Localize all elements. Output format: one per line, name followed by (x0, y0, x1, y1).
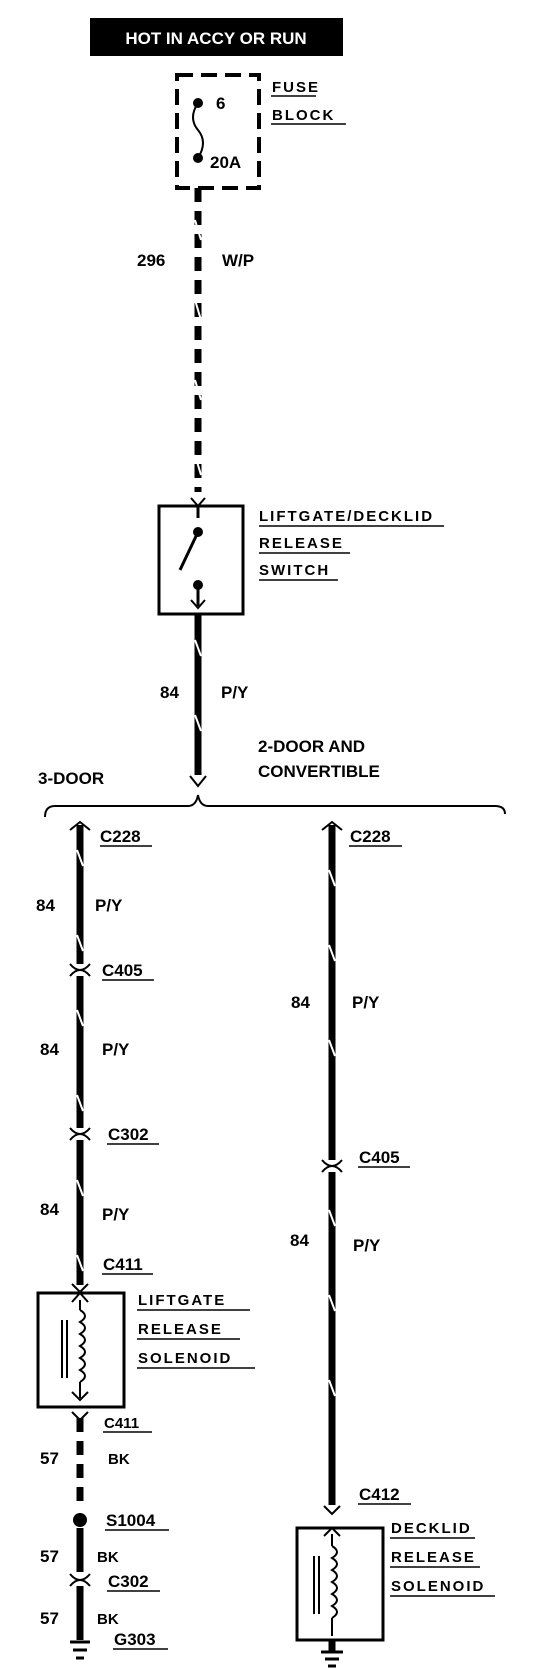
wire-296 (194, 188, 202, 492)
branch-2-door-2: CONVERTIBLE (258, 762, 380, 781)
left-c411-bottom: C411 (104, 1415, 139, 1432)
right-wire-84-color-2: P/Y (353, 1236, 381, 1255)
ground-wire-number-3: 57 (40, 1609, 59, 1628)
fuse-block-label-1: FUSE (272, 79, 320, 96)
right-branch-wiring (321, 820, 343, 1516)
branch-bracket (44, 794, 506, 818)
wire-84-number: 84 (160, 683, 179, 702)
left-c411-top: C411 (103, 1255, 143, 1274)
left-branch-wiring (69, 820, 91, 1294)
release-switch (157, 497, 245, 616)
ground-wire-number-2: 57 (40, 1547, 59, 1566)
ground-wire-color-3: BK (97, 1611, 119, 1628)
left-wire-84-color-1: P/Y (95, 896, 123, 915)
power-source-label: HOT IN ACCY OR RUN (125, 29, 306, 48)
right-wire-84-color-1: P/Y (352, 993, 380, 1012)
ground-wire-color-1: BK (108, 1451, 130, 1468)
decklid-coil-icon (330, 1545, 338, 1619)
fuse-rating: 20A (210, 153, 241, 172)
left-c228: C228 (100, 827, 141, 846)
fuse-number: 6 (216, 94, 225, 113)
right-c228: C228 (350, 827, 391, 846)
ground-wire-color-2: BK (97, 1549, 119, 1566)
decklid-solenoid-label-1: DECKLID (391, 1520, 472, 1537)
left-c302-bottom: C302 (108, 1572, 149, 1591)
branch-2-door-1: 2-DOOR AND (258, 737, 365, 756)
fuse-block-label-2: BLOCK (272, 107, 335, 124)
wire-296-color: W/P (222, 251, 254, 270)
splice-s1004: S1004 (106, 1511, 156, 1530)
wire-84-color: P/Y (221, 683, 249, 702)
liftgate-solenoid-label-1: LIFTGATE (138, 1292, 226, 1309)
fuse-icon (192, 102, 204, 159)
liftgate-coil-icon (78, 1309, 86, 1383)
left-c405: C405 (102, 961, 143, 980)
right-c405: C405 (359, 1148, 400, 1167)
right-wire-84-1: 84 (291, 993, 310, 1012)
ground-g303: G303 (114, 1630, 156, 1649)
left-wire-84-color-2: P/Y (102, 1040, 130, 1059)
liftgate-solenoid-label-2: RELEASE (138, 1321, 223, 1338)
power-source-banner: HOT IN ACCY OR RUN (90, 18, 343, 56)
decklid-solenoid-label-2: RELEASE (391, 1549, 476, 1566)
left-wire-84-color-3: P/Y (102, 1205, 130, 1224)
decklid-solenoid (295, 1526, 385, 1668)
splice-s1004-icon (73, 1513, 87, 1527)
decklid-ground-icon (321, 1650, 343, 1668)
branch-3-door: 3-DOOR (38, 769, 104, 788)
ground-wire-number-1: 57 (40, 1449, 59, 1468)
right-c412: C412 (359, 1485, 400, 1504)
liftgate-solenoid (36, 1291, 126, 1409)
switch-label-2: RELEASE (259, 535, 344, 552)
switch-label-3: SWITCH (259, 562, 330, 579)
fuse-block: 6 20A (175, 73, 261, 190)
wire-84-main (189, 614, 207, 788)
wire-57-ground (69, 1411, 91, 1660)
left-c302: C302 (108, 1125, 149, 1144)
left-wire-84-1: 84 (36, 896, 55, 915)
switch-contact-icon (178, 531, 200, 571)
left-wire-84-2: 84 (40, 1040, 59, 1059)
left-wire-84-3: 84 (40, 1200, 59, 1219)
liftgate-solenoid-label-3: SOLENOID (138, 1350, 232, 1367)
fuse-terminal-bottom (193, 153, 203, 163)
wire-296-number: 296 (137, 251, 165, 270)
ground-g303-icon (70, 1640, 90, 1660)
switch-label-1: LIFTGATE/DECKLID (259, 508, 434, 525)
right-wire-84-2: 84 (290, 1231, 309, 1250)
decklid-solenoid-label-3: SOLENOID (391, 1578, 485, 1595)
